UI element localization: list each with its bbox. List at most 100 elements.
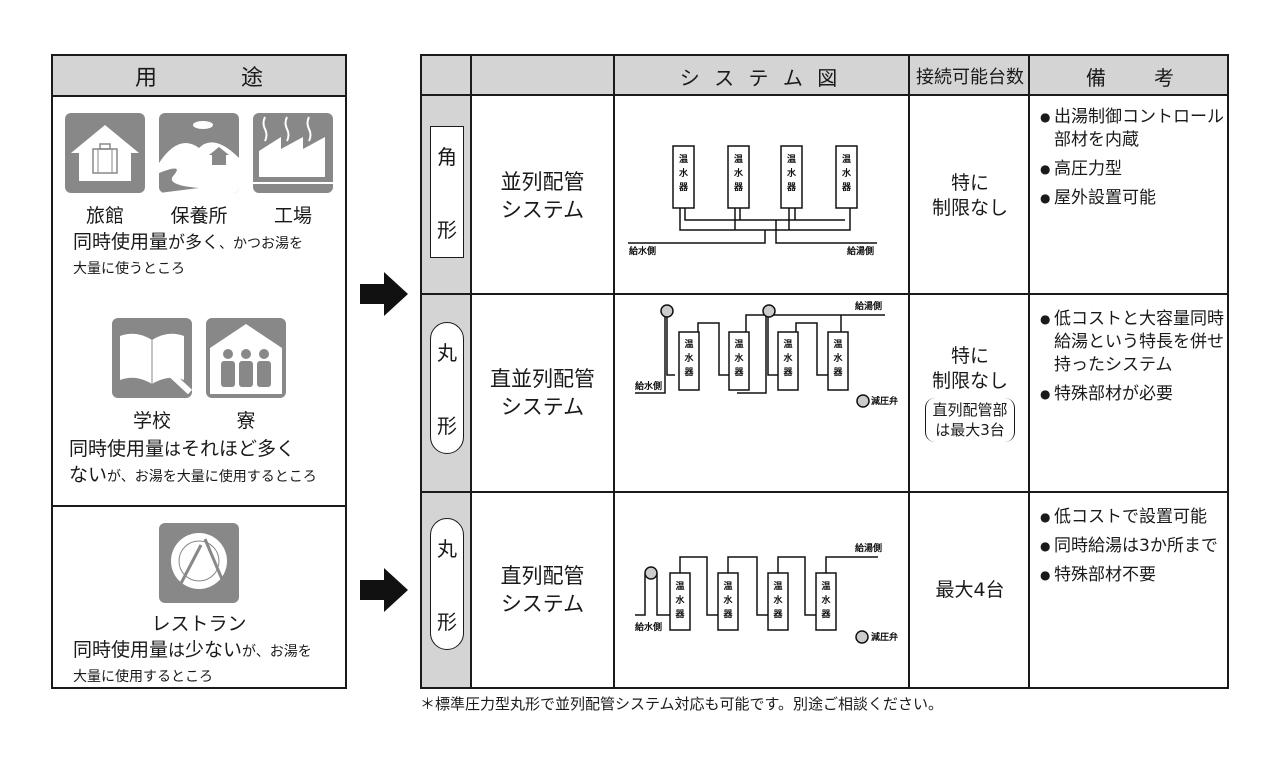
heater-label: 温 [679, 153, 688, 165]
usage-section-small: レストラン 同時使用量は少ないが、お湯を 大量に使用するところ [53, 523, 345, 717]
dormitory-icon [206, 318, 286, 398]
connectable-count: 特に 制限なし [911, 98, 1029, 293]
hot-label: 給湯側 [855, 300, 882, 312]
system-name: 直並列配管システム [472, 295, 613, 491]
system-name: 直列配管システム [472, 493, 613, 687]
shape-bottom: 形 [437, 218, 457, 242]
shape-bottom: 形 [437, 610, 457, 634]
count-line1: 最大4台 [935, 578, 1005, 601]
note-item: ●特殊部材不要 [1040, 565, 1156, 585]
desc1-a: 同時使用量 [73, 231, 169, 253]
desc1-b: が多く [168, 233, 220, 253]
connectable-count: 特に 制限なし 直列配管部 は最大3台 [911, 295, 1029, 491]
svg-text:水: 水 [723, 594, 733, 606]
desc3-line2: 大量に使用するところ [73, 669, 213, 685]
desc3-a: 同時使用量 [73, 639, 169, 661]
valve-legend-label: 減圧弁 [871, 395, 898, 407]
notes-list: ●出湯制御コントロール部材を内蔵 ●高圧力型 ●屋外設置可能 [1032, 98, 1226, 216]
school-icon [112, 318, 192, 398]
desc3-d: が、お湯を [242, 644, 312, 660]
desc2-b: は [164, 440, 182, 460]
divider [1028, 56, 1030, 687]
shape-bottom: 形 [437, 414, 457, 438]
usage-panel: 用 途 旅館 保養所 工場 同時使用量が多く、かつお湯を 大量に使うところ [51, 54, 347, 689]
usage-label-ryokan: 旅館 [85, 205, 124, 227]
svg-text:器: 器 [733, 367, 744, 378]
svg-text:温: 温 [833, 338, 842, 350]
divider [422, 491, 1227, 493]
note-item: ●特殊部材が必要 [1040, 384, 1173, 404]
usage-header: 用 途 [53, 56, 345, 97]
svg-text:水: 水 [675, 594, 685, 606]
system-name-line2: システム [500, 197, 585, 222]
usage-icons-row-3 [53, 523, 345, 603]
note-item: ●高圧力型 [1040, 159, 1122, 179]
system-table: シ ス テ ム 図 接続可能台数 備 考 角 形 並列配管システム 温水器 温水… [420, 54, 1229, 689]
note-item: ●低コストと大容量同時給湯という特長を併せ持ったシステム [1040, 309, 1224, 375]
system-name-line1: 直並列配管 [490, 367, 595, 391]
divider [422, 293, 1227, 295]
svg-text:水: 水 [842, 167, 852, 179]
usage-labels-row-1: 旅館 保養所 工場 [53, 201, 345, 228]
hot-label: 給湯側 [855, 542, 882, 554]
svg-text:器: 器 [772, 609, 783, 620]
svg-text:器: 器 [782, 367, 793, 378]
svg-text:水: 水 [783, 352, 793, 364]
svg-text:器: 器 [674, 609, 685, 620]
divider [908, 56, 910, 687]
footnote: ＊標準圧力型丸形で並列配管システム対応も可能です。別途ご相談ください。 [420, 695, 944, 713]
divider [613, 56, 615, 687]
parallel-piping-diagram: 温水器 温水器 温水器 温水器 給水側 給湯側 [615, 98, 908, 294]
svg-text:温: 温 [821, 580, 830, 592]
count-note: 直列配管部 は最大3台 [925, 398, 1015, 442]
divider [470, 56, 472, 687]
hot-label: 給湯側 [847, 245, 874, 257]
svg-text:水: 水 [734, 167, 744, 179]
system-name-line1: 並列配管 [500, 169, 585, 194]
svg-text:器: 器 [832, 367, 843, 378]
usage-header-char2: 途 [240, 65, 263, 91]
usage-icons-row-2 [53, 318, 345, 398]
usage-label-school: 学校 [132, 410, 171, 432]
svg-text:水: 水 [833, 352, 843, 364]
desc3-c: 少ない [185, 639, 243, 661]
header-notes-char2: 考 [1154, 65, 1174, 90]
svg-text:器: 器 [841, 182, 852, 193]
usage-icons-row-1 [53, 113, 345, 193]
count-line2: 制限なし [931, 370, 1008, 392]
shape-tag-round: 丸 形 [430, 322, 464, 454]
restaurant-icon [159, 523, 239, 603]
valve-legend-label: 減圧弁 [871, 631, 898, 643]
svg-text:温: 温 [734, 153, 743, 165]
shape-top: 角 [437, 145, 457, 169]
svg-text:器: 器 [733, 182, 744, 193]
ryokan-icon [65, 113, 145, 193]
series-piping-diagram: 温水器 温水器 温水器 温水器 給水側 給湯側 減圧弁 [615, 493, 908, 689]
count-line2: 制限なし [931, 196, 1008, 219]
system-name: 並列配管システム [472, 98, 613, 293]
svg-text:水: 水 [679, 167, 689, 179]
usage-desc-3: 同時使用量は少ないが、お湯を 大量に使用するところ [53, 638, 345, 690]
count-line1: 特に [950, 171, 989, 194]
desc2-e: が、お湯を大量に使用するところ [107, 469, 317, 485]
usage-label-restaurant: レストラン [151, 613, 247, 635]
usage-desc-2: 同時使用量はそれほど多く ないが、お湯を大量に使用するところ [53, 437, 345, 490]
arrow-right-icon [360, 272, 408, 316]
note-item: ●同時給湯は3か所まで [1040, 536, 1218, 556]
desc2-d: ない [69, 464, 108, 486]
svg-text:器: 器 [678, 182, 689, 193]
desc1-line2: 大量に使うところ [73, 261, 185, 277]
svg-text:温: 温 [684, 338, 693, 350]
svg-text:水: 水 [773, 594, 783, 606]
usage-label-dormitory: 寮 [236, 410, 256, 432]
svg-text:温: 温 [675, 580, 684, 592]
svg-text:温: 温 [842, 153, 851, 165]
usage-desc-1: 同時使用量が多く、かつお湯を 大量に使うところ [53, 230, 345, 282]
svg-text:温: 温 [787, 153, 796, 165]
series-parallel-piping-diagram: 温水器 温水器 温水器 温水器 給水側 給湯側 減圧弁 [615, 295, 908, 491]
connectable-count: 最大4台 [911, 493, 1029, 687]
header-diagram: シ ス テ ム 図 [679, 65, 842, 90]
svg-text:器: 器 [820, 609, 831, 620]
shape-top: 丸 [437, 537, 457, 561]
supply-label: 給水側 [629, 245, 656, 257]
